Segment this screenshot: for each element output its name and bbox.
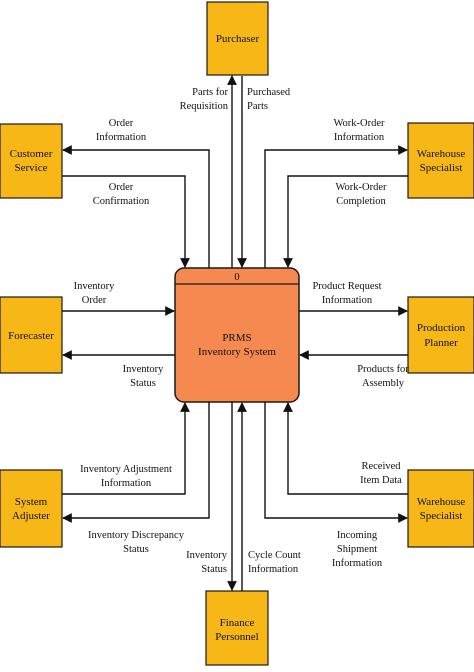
- entity-purchaser[interactable]: Purchaser: [206, 1, 269, 76]
- entity-forecaster[interactable]: Forecaster: [0, 296, 63, 374]
- process-prms-inventory-system[interactable]: 0 PRMS Inventory System: [174, 267, 300, 403]
- svg-text:Information: Information: [96, 132, 147, 143]
- svg-text:Order: Order: [109, 182, 134, 193]
- svg-text:Work-Order: Work-Order: [335, 182, 387, 193]
- flow-work-order-information-arrow: [264, 145, 408, 268]
- flow-label-incoming-shipment: Incoming Shipment Information: [332, 530, 383, 569]
- svg-text:Assembly: Assembly: [362, 378, 405, 389]
- svg-text:Order: Order: [82, 295, 107, 306]
- flow-label-inventory-order: Inventory Order: [74, 281, 116, 306]
- flow-label-products-for-assembly: Products for Assembly: [357, 364, 409, 389]
- process-number: 0: [234, 272, 239, 283]
- entity-finance-label-2: Personnel: [215, 631, 258, 643]
- flow-label-product-request-information: Product Request Information: [312, 281, 381, 306]
- flow-label-cycle-count-information: Cycle Count Information: [248, 550, 301, 575]
- svg-text:Inventory: Inventory: [186, 550, 228, 561]
- entity-finance-label-1: Finance: [220, 617, 255, 629]
- svg-text:Purchased: Purchased: [247, 87, 291, 98]
- svg-text:Inventory Discrepancy: Inventory Discrepancy: [88, 530, 185, 541]
- svg-text:Work-Order: Work-Order: [333, 118, 385, 129]
- entity-purchaser-label: Purchaser: [216, 33, 260, 45]
- process-name-line2: Inventory System: [198, 346, 276, 358]
- entity-warehouse-bottom-label-1: Warehouse: [417, 496, 466, 508]
- flow-inventory-discrepancy-arrow: [62, 402, 210, 523]
- svg-text:Information: Information: [248, 564, 299, 575]
- entity-warehouse-specialist-top[interactable]: Warehouse Specialist: [407, 122, 474, 199]
- svg-text:Status: Status: [123, 544, 149, 555]
- svg-text:Completion: Completion: [336, 196, 386, 207]
- flow-inventory-adjustment-arrow: [62, 402, 190, 495]
- entity-customer-service[interactable]: Customer Service: [0, 123, 63, 199]
- svg-text:Inventory Adjustment: Inventory Adjustment: [80, 464, 172, 475]
- flow-label-parts-for-requisition: Parts for Requisition: [180, 87, 229, 112]
- flow-label-purchased-parts: Purchased Parts: [247, 87, 291, 112]
- svg-text:Cycle Count: Cycle Count: [248, 550, 301, 561]
- svg-text:Information: Information: [322, 295, 373, 306]
- svg-text:Product Request: Product Request: [312, 281, 381, 292]
- svg-text:Order: Order: [109, 118, 134, 129]
- flow-label-inventory-discrepancy: Inventory Discrepancy Status: [88, 530, 185, 555]
- flow-label-work-order-information: Work-Order Information: [333, 118, 385, 143]
- flow-label-work-order-completion: Work-Order Completion: [335, 182, 387, 207]
- entity-system-adjuster[interactable]: System Adjuster: [0, 469, 63, 548]
- svg-text:Parts for: Parts for: [192, 87, 228, 98]
- entity-forecaster-label: Forecaster: [8, 330, 54, 342]
- svg-text:Inventory: Inventory: [74, 281, 116, 292]
- entity-customer-service-label-2: Service: [15, 162, 48, 174]
- flow-label-inventory-adjustment: Inventory Adjustment Information: [80, 464, 172, 489]
- svg-text:Inventory: Inventory: [123, 364, 165, 375]
- flow-order-information-arrow: [62, 145, 210, 268]
- entity-system-adjuster-label-2: Adjuster: [12, 510, 50, 522]
- svg-text:Shipment: Shipment: [337, 544, 377, 555]
- svg-text:Received: Received: [361, 461, 401, 472]
- entity-finance-personnel[interactable]: Finance Personnel: [205, 590, 269, 666]
- svg-text:Confirmation: Confirmation: [93, 196, 150, 207]
- entity-warehouse-top-label-2: Specialist: [420, 162, 463, 174]
- flow-incoming-shipment-arrow: [264, 402, 408, 523]
- entity-production-planner-label-1: Production: [417, 322, 466, 334]
- flow-label-order-information: Order Information: [96, 118, 147, 143]
- entity-system-adjuster-label-1: System: [15, 496, 48, 508]
- entity-warehouse-bottom-label-2: Specialist: [420, 510, 463, 522]
- svg-text:Products for: Products for: [357, 364, 409, 375]
- flow-label-inventory-status-bottom: Inventory Status: [186, 550, 228, 575]
- flow-label-order-confirmation: Order Confirmation: [93, 182, 150, 207]
- entity-customer-service-label-1: Customer: [10, 148, 53, 160]
- entity-production-planner-label-2: Planner: [424, 337, 458, 349]
- svg-text:Information: Information: [334, 132, 385, 143]
- flow-work-order-completion-arrow: [283, 175, 408, 268]
- svg-text:Information: Information: [332, 558, 383, 569]
- flow-order-confirmation-arrow: [62, 175, 190, 268]
- svg-text:Information: Information: [101, 478, 152, 489]
- svg-text:Status: Status: [130, 378, 156, 389]
- process-name-line1: PRMS: [222, 332, 251, 344]
- entity-production-planner[interactable]: Production Planner: [407, 296, 474, 374]
- flow-label-inventory-status-left: Inventory Status: [123, 364, 165, 389]
- svg-text:Requisition: Requisition: [180, 101, 229, 112]
- svg-text:Incoming: Incoming: [337, 530, 378, 541]
- flow-received-item-data-arrow: [283, 402, 408, 495]
- svg-text:Item Data: Item Data: [360, 475, 402, 486]
- flow-label-received-item-data: Received Item Data: [360, 461, 402, 486]
- entity-warehouse-top-label-1: Warehouse: [417, 148, 466, 160]
- svg-text:Parts: Parts: [247, 101, 268, 112]
- entity-warehouse-specialist-bottom[interactable]: Warehouse Specialist: [407, 469, 474, 548]
- svg-text:Status: Status: [201, 564, 227, 575]
